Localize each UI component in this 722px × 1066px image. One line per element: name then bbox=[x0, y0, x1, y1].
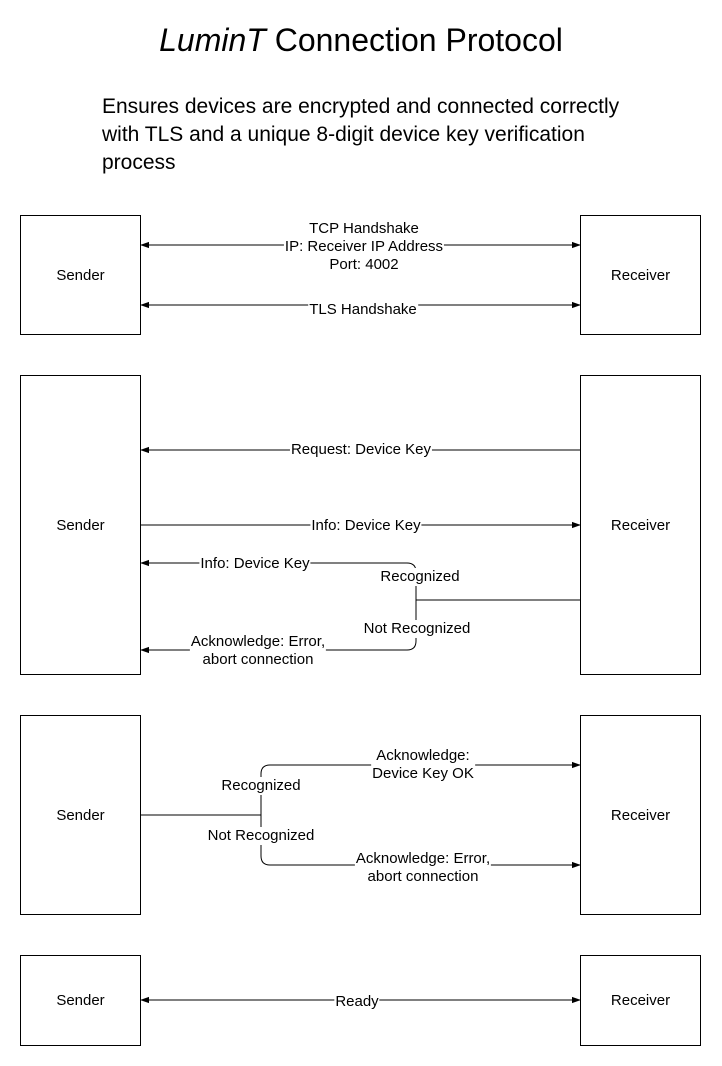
request-device-key-label: Request: Device Key bbox=[289, 441, 433, 459]
page-subtitle: Ensures devices are encrypted and connec… bbox=[102, 95, 620, 174]
ok-branch bbox=[260, 761, 581, 815]
sender-box: Sender bbox=[20, 375, 141, 675]
tls-handshake-label: TLS Handshake bbox=[308, 301, 418, 319]
receiver-box: Receiver bbox=[580, 715, 701, 915]
sender-box: Sender bbox=[20, 955, 141, 1046]
sender-box: Sender bbox=[20, 715, 141, 915]
error-branch bbox=[260, 815, 581, 869]
ack-error-label: Acknowledge: Error,abort connection bbox=[189, 633, 327, 669]
not-recognized-label: Not Recognized bbox=[362, 620, 472, 638]
not-recognized-branch bbox=[140, 600, 417, 654]
receiver-box: Receiver bbox=[580, 375, 701, 675]
recognized-label: Recognized bbox=[379, 568, 461, 586]
recognized-label: Recognized bbox=[220, 777, 302, 795]
ready-label: Ready bbox=[334, 993, 380, 1011]
ack-ok-label: Acknowledge:Device Key OK bbox=[371, 747, 475, 783]
ack-error-label: Acknowledge: Error,abort connection bbox=[354, 850, 492, 886]
sender-box: Sender bbox=[20, 215, 141, 335]
info-device-key-label: Info: Device Key bbox=[310, 517, 422, 535]
info-device-key-return-label: Info: Device Key bbox=[199, 555, 311, 573]
receiver-box: Receiver bbox=[580, 215, 701, 335]
not-recognized-label: Not Recognized bbox=[206, 827, 316, 845]
page-title: LuminT Connection Protocol bbox=[159, 22, 563, 58]
receiver-box: Receiver bbox=[580, 955, 701, 1046]
